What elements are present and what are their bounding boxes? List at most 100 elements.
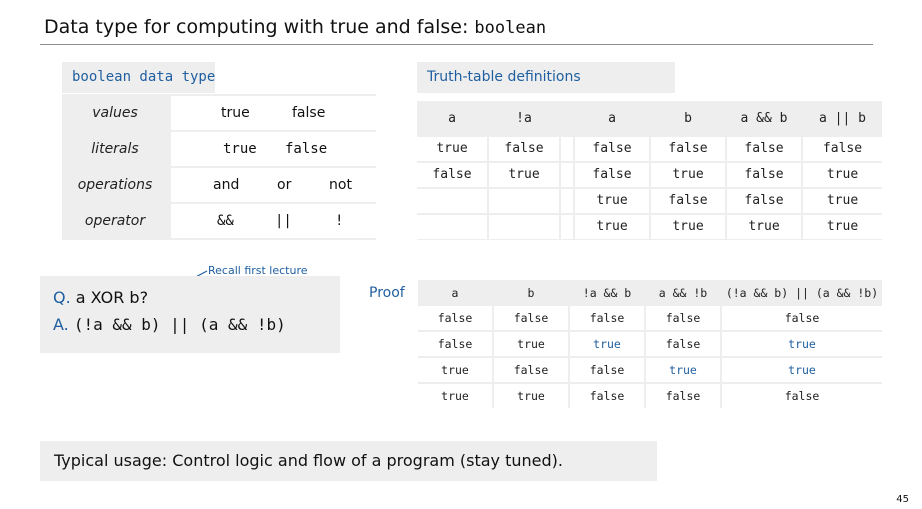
proof-label: Proof [369, 285, 405, 301]
table-cell: false [727, 137, 801, 161]
usage-note: Typical usage: Control logic and flow of… [40, 441, 657, 481]
boolean-row-operator: operator && || ! [62, 204, 376, 238]
answer-text: (!a && b) || (a && !b) [73, 315, 286, 334]
value-item: false [285, 141, 328, 157]
table-cell: false [646, 384, 720, 408]
table-cell: false [651, 189, 725, 213]
column-header: b [494, 280, 568, 306]
table-cell-highlight: true [646, 358, 720, 382]
row-label: literals [91, 141, 139, 157]
table-cell: true [494, 384, 568, 408]
question-panel: Q. a XOR b? A. (!a && b) || (a && !b) [40, 276, 340, 353]
table-cell: false [651, 137, 725, 161]
spacer-cell [561, 215, 573, 239]
value-item: or [277, 177, 292, 193]
table-cell: true [803, 163, 882, 187]
truth-table-header: Truth-table definitions [417, 62, 675, 93]
recall-annotation: Recall first lecture [208, 264, 308, 277]
table-cell: false [570, 384, 644, 408]
table-cell: false [489, 137, 559, 161]
title-divider [40, 44, 873, 45]
value-item: ! [335, 213, 344, 229]
column-header: !a && b [570, 280, 644, 306]
row-values: and or not [171, 168, 376, 202]
question-prefix: Q. [53, 288, 71, 307]
page-number: 45 [896, 494, 909, 505]
table-cell: false [575, 163, 649, 187]
spacer-cell [561, 163, 573, 187]
proof-table: a b !a && b a && !b (!a && b) || (a && !… [418, 280, 882, 408]
title-text: Data type for computing with true and fa… [44, 16, 475, 38]
table-cell [417, 215, 487, 239]
table-cell: true [803, 215, 882, 239]
table-cell [417, 189, 487, 213]
table-cell: true [727, 215, 801, 239]
column-header: a || b [803, 101, 882, 137]
table-cell: false [727, 189, 801, 213]
row-label: values [92, 105, 138, 121]
column-header: a [575, 101, 649, 137]
row-values: true false [171, 96, 376, 130]
value-item: false [292, 105, 326, 121]
column-header: a [418, 280, 492, 306]
table-cell: true [651, 215, 725, 239]
slide-title: Data type for computing with true and fa… [44, 16, 546, 38]
table-cell: true [417, 137, 487, 161]
table-cell-highlight: true [722, 358, 882, 382]
answer-line: A. (!a && b) || (a && !b) [53, 315, 286, 334]
boolean-row-operations: operations and or not [62, 168, 376, 202]
truth-table: a !a a b a && b a || b true false false … [417, 101, 882, 240]
table-cell: true [418, 358, 492, 382]
table-cell: false [418, 306, 492, 330]
row-values: && || ! [171, 204, 376, 238]
boolean-row-values: values true false [62, 96, 376, 130]
question-text: a XOR b? [75, 288, 149, 307]
column-header: a [417, 101, 487, 137]
spacer-cell [561, 189, 573, 213]
table-cell: false [570, 358, 644, 382]
table-cell: true [489, 163, 559, 187]
table-cell: false [646, 332, 720, 356]
boolean-row-literals: literals true false [62, 132, 376, 166]
column-header: a && !b [646, 280, 720, 306]
table-cell: false [727, 163, 801, 187]
value-item: true [223, 141, 257, 157]
boolean-panel-header: boolean data type [62, 62, 215, 93]
column-header: !a [489, 101, 559, 137]
value-item: not [329, 177, 352, 193]
column-header: a && b [727, 101, 801, 137]
table-cell: false [722, 384, 882, 408]
question-line: Q. a XOR b? [53, 288, 148, 307]
table-cell: false [417, 163, 487, 187]
value-item: || [275, 213, 292, 229]
table-cell: false [570, 306, 644, 330]
table-cell: false [418, 332, 492, 356]
row-label: operator [84, 213, 146, 229]
row-label: operations [77, 177, 153, 193]
table-cell-highlight: true [722, 332, 882, 356]
table-cell: false [803, 137, 882, 161]
table-cell: false [646, 306, 720, 330]
boolean-panel: values true false literals true false op… [62, 94, 376, 240]
table-cell: true [494, 332, 568, 356]
row-values: true false [171, 132, 376, 166]
value-item: true [221, 105, 250, 121]
spacer-cell [561, 137, 573, 161]
table-cell: true [575, 189, 649, 213]
table-cell: true [651, 163, 725, 187]
table-cell [489, 215, 559, 239]
table-cell: true [418, 384, 492, 408]
table-cell: false [722, 306, 882, 330]
table-cell-highlight: true [570, 332, 644, 356]
column-header: b [651, 101, 725, 137]
table-cell: false [494, 306, 568, 330]
table-cell [489, 189, 559, 213]
column-header: (!a && b) || (a && !b) [722, 280, 882, 306]
table-cell: true [803, 189, 882, 213]
table-cell: true [575, 215, 649, 239]
value-item: && [217, 213, 234, 229]
value-item: and [213, 177, 240, 193]
answer-prefix: A. [53, 315, 69, 334]
usage-text: Typical usage: Control logic and flow of… [54, 451, 563, 470]
table-cell: false [575, 137, 649, 161]
